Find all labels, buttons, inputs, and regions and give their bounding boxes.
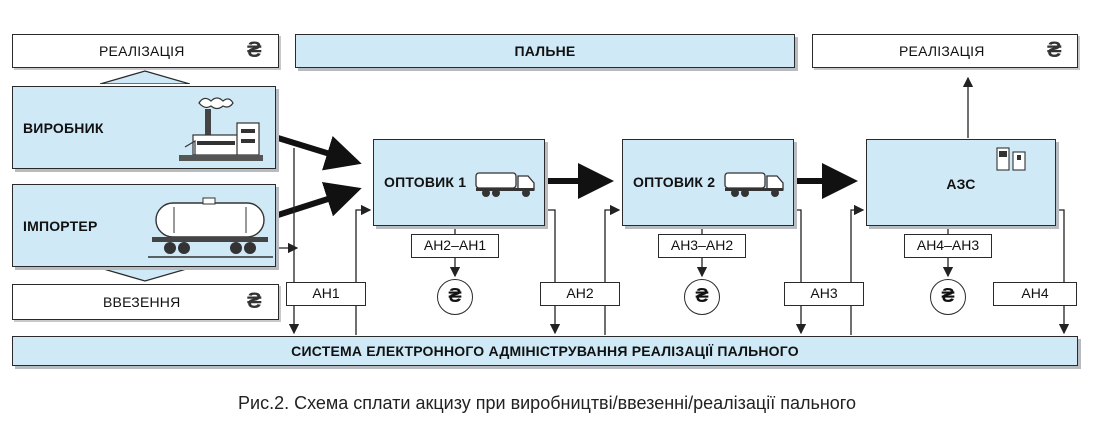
wholesaler-1-box: ОПТОВИК 1 <box>373 139 545 226</box>
wholesaler-2-label: ОПТОВИК 2 <box>633 174 716 190</box>
gas-station-box: АЗС <box>866 139 1056 226</box>
fuel-pump-icon <box>996 147 1026 171</box>
an2-tag: АН2 <box>540 282 620 306</box>
gas-station-label: АЗС <box>946 176 976 192</box>
an3-an2-tag: АН3–АН2 <box>658 234 746 258</box>
realization-left-box: РЕАЛІЗАЦІЯ ₴ <box>12 34 279 68</box>
wholesaler-2-box: ОПТОВИК 2 <box>622 139 794 226</box>
hryvnia-coin-icon: ₴ <box>930 279 966 315</box>
importer-label: ІМПОРТЕР <box>23 218 98 234</box>
flow-arrow-importer-w1 <box>277 182 362 218</box>
wholesaler-1-label: ОПТОВИК 1 <box>384 174 467 190</box>
hryvnia-icon: ₴ <box>1047 37 1062 62</box>
flow-arrow-producer-w1 <box>277 135 362 171</box>
hryvnia-coin-icon: ₴ <box>684 279 720 315</box>
system-label: СИСТЕМА ЕЛЕКТРОННОГО АДМІНІСТРУВАННЯ РЕА… <box>291 343 799 359</box>
an4-tag: АН4 <box>993 282 1077 306</box>
fuel-label: ПАЛЬНЕ <box>514 43 576 59</box>
system-bar: СИСТЕМА ЕЛЕКТРОННОГО АДМІНІСТРУВАННЯ РЕА… <box>12 336 1078 366</box>
triangle-up-icon <box>100 70 190 84</box>
truck-icon <box>724 172 784 197</box>
figure-caption: Рис.2. Схема сплати акцизу при виробницт… <box>238 393 856 413</box>
tank-wagon-icon <box>148 197 273 258</box>
hryvnia-icon: ₴ <box>247 288 262 313</box>
realization-right-label: РЕАЛІЗАЦІЯ <box>899 43 985 59</box>
truck-icon <box>475 172 535 197</box>
an4-an3-tag: АН4–АН3 <box>904 234 992 258</box>
hryvnia-icon: ₴ <box>247 37 262 62</box>
importer-box: ІМПОРТЕР <box>12 184 276 267</box>
an2-an1-tag: АН2–АН1 <box>411 234 499 258</box>
fuel-banner: ПАЛЬНЕ <box>295 34 795 68</box>
an1-tag: АН1 <box>286 282 366 306</box>
an3-tag: АН3 <box>784 282 864 306</box>
hryvnia-coin-icon: ₴ <box>437 279 473 315</box>
triangle-down-icon <box>100 268 190 282</box>
producer-label: ВИРОБНИК <box>23 120 104 136</box>
producer-box: ВИРОБНИК <box>12 86 276 169</box>
import-box: ВВЕЗЕННЯ ₴ <box>12 284 279 320</box>
factory-icon <box>179 97 263 161</box>
realization-left-label: РЕАЛІЗАЦІЯ <box>99 43 185 59</box>
import-label: ВВЕЗЕННЯ <box>103 294 181 310</box>
realization-right-box: РЕАЛІЗАЦІЯ ₴ <box>812 34 1078 68</box>
